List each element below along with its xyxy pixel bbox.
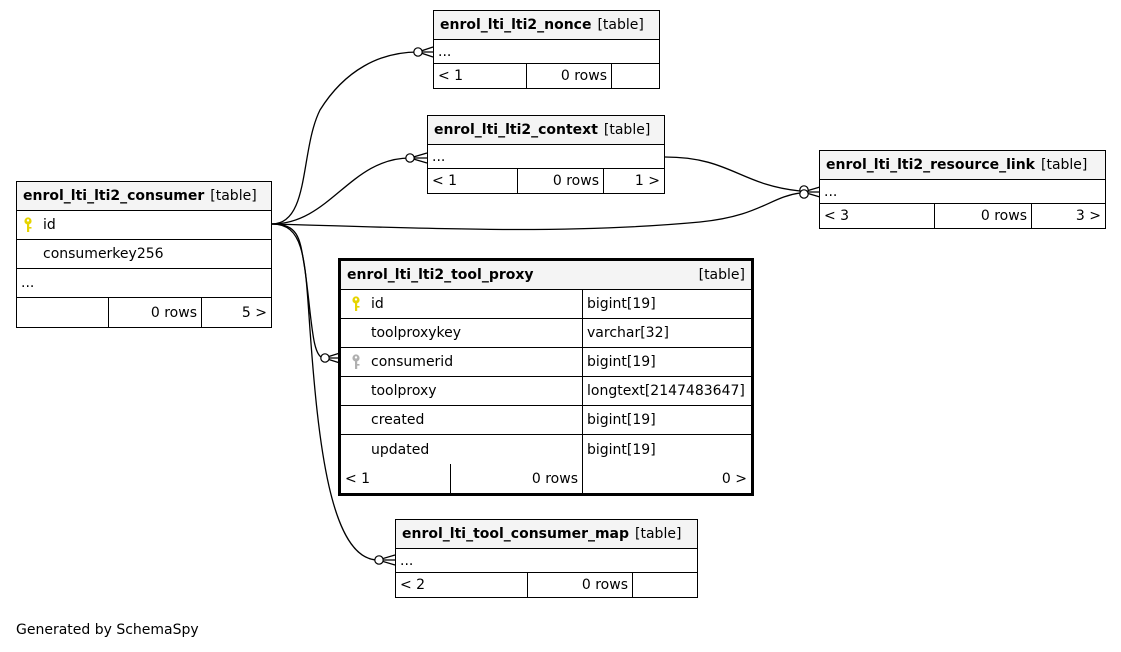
table-footer: < 3 0 rows 3 > <box>820 204 1105 228</box>
ellipsis-row: ... <box>396 549 697 573</box>
column-name: toolproxykey <box>371 325 462 341</box>
ellipsis-row: ... <box>428 145 664 169</box>
column-row: toolproxykey varchar[32] <box>341 319 751 348</box>
footer-children: 3 > <box>1031 204 1105 228</box>
footer-parents: < 2 <box>400 577 426 593</box>
table-header: enrol_lti_lti2_context [table] <box>428 116 664 145</box>
table-name: enrol_lti_lti2_resource_link <box>826 157 1035 173</box>
table-name: enrol_lti_tool_consumer_map <box>402 526 630 542</box>
nonce-endpoint <box>413 47 423 57</box>
table-tag: [table] <box>210 188 257 204</box>
table-enrol-lti-lti2-nonce[interactable]: enrol_lti_lti2_nonce [table] ... < 1 0 r… <box>433 10 660 89</box>
table-enrol-lti-lti2-tool-proxy[interactable]: enrol_lti_lti2_tool_proxy [table] id bigi… <box>338 258 754 496</box>
ellipsis-row: ... <box>17 269 271 298</box>
table-header: enrol_lti_lti2_consumer [table] <box>17 182 271 211</box>
table-footer: < 1 0 rows 0 > <box>341 464 751 493</box>
resource-link-endpoint-1 <box>799 185 809 195</box>
table-footer: < 1 0 rows <box>434 64 659 88</box>
footer-parents <box>17 298 108 327</box>
primary-key-icon <box>352 296 360 311</box>
column-name: consumerid <box>371 354 454 370</box>
column-type: bigint[19] <box>582 348 751 376</box>
table-name: enrol_lti_lti2_context <box>434 122 598 138</box>
context-endpoint <box>405 153 415 163</box>
table-enrol-lti-lti2-resource-link[interactable]: enrol_lti_lti2_resource_link [table] ...… <box>819 150 1106 229</box>
primary-key-icon <box>24 217 32 232</box>
table-enrol-lti-tool-consumer-map[interactable]: enrol_lti_tool_consumer_map [table] ... … <box>395 519 698 598</box>
consumer-map-endpoint <box>374 555 384 565</box>
table-tag: [table] <box>603 122 651 138</box>
column-row: consumerid bigint[19] <box>341 348 751 377</box>
table-enrol-lti-lti2-context[interactable]: enrol_lti_lti2_context [table] ... < 1 0… <box>427 115 665 194</box>
column-name: updated <box>371 441 430 458</box>
edge-consumer-resource-link <box>271 192 801 231</box>
table-name: enrol_lti_lti2_consumer <box>23 188 205 204</box>
footer-children <box>611 64 659 88</box>
column-type: bigint[19] <box>582 435 751 464</box>
edge-consumer-context <box>271 157 411 225</box>
footer-parents: < 3 <box>824 208 850 224</box>
footer-children: 1 > <box>603 169 664 193</box>
table-tag: [table] <box>635 526 682 542</box>
table-header: enrol_lti_tool_consumer_map [table] <box>396 520 697 549</box>
column-name: consumerkey256 <box>43 246 164 262</box>
footer-children: 5 > <box>201 298 271 327</box>
ellipsis-text: ... <box>432 148 446 165</box>
tool-proxy-endpoint <box>320 353 330 363</box>
column-type: longtext[2147483647] <box>582 377 751 405</box>
column-name: toolproxy <box>371 383 437 399</box>
footer-children <box>632 573 697 597</box>
footer-row-count: 0 rows <box>108 298 201 327</box>
footer-children: 0 > <box>582 464 751 493</box>
table-footer: < 1 0 rows 1 > <box>428 169 664 193</box>
generated-by-text: Generated by SchemaSpy <box>16 622 199 638</box>
edge-consumer-tool-proxy <box>271 223 325 359</box>
footer-row-count: 0 rows <box>517 169 603 193</box>
ellipsis-row: ... <box>820 180 1105 204</box>
table-header: enrol_lti_lti2_resource_link [table] <box>820 151 1105 180</box>
footer-row-count: 0 rows <box>934 204 1031 228</box>
table-name: enrol_lti_lti2_nonce <box>440 17 592 33</box>
table-footer: < 2 0 rows <box>396 573 697 597</box>
table-enrol-lti-lti2-consumer[interactable]: enrol_lti_lti2_consumer [table] id consu… <box>16 181 272 328</box>
column-name: created <box>371 412 425 428</box>
column-row: updated bigint[19] <box>341 435 751 464</box>
footer-row-count: 0 rows <box>527 573 632 597</box>
table-tag: [table] <box>597 17 644 33</box>
table-tag: [table] <box>698 267 745 283</box>
ellipsis-text: ... <box>400 552 414 569</box>
ellipsis-text: ... <box>438 43 452 60</box>
edge-consumer-nonce <box>271 51 419 225</box>
column-name: id <box>43 217 56 233</box>
foreign-key-icon <box>352 354 360 369</box>
column-row: created bigint[19] <box>341 406 751 435</box>
footer-row-count: 0 rows <box>526 64 611 88</box>
footer-parents: < 1 <box>345 470 371 487</box>
table-header: enrol_lti_lti2_tool_proxy [table] <box>341 261 751 290</box>
edge-context-resource-link <box>664 156 801 192</box>
table-name: enrol_lti_lti2_tool_proxy <box>347 267 534 283</box>
column-type: varchar[32] <box>582 319 751 347</box>
ellipsis-text: ... <box>824 183 838 200</box>
footer-parents: < 1 <box>438 68 464 84</box>
column-row: consumerkey256 <box>17 240 271 269</box>
footer-parents: < 1 <box>432 173 458 189</box>
column-row: id bigint[19] <box>341 290 751 319</box>
column-name: id <box>371 296 384 312</box>
column-type: bigint[19] <box>582 290 751 318</box>
column-type: bigint[19] <box>582 406 751 434</box>
ellipsis-text: ... <box>21 275 35 291</box>
table-header: enrol_lti_lti2_nonce [table] <box>434 11 659 40</box>
table-footer: 0 rows 5 > <box>17 298 271 327</box>
column-row: toolproxy longtext[2147483647] <box>341 377 751 406</box>
column-row: id <box>17 211 271 240</box>
ellipsis-row: ... <box>434 40 659 64</box>
footer-row-count: 0 rows <box>450 464 582 493</box>
resource-link-endpoint-2 <box>799 189 809 199</box>
table-tag: [table] <box>1041 157 1088 173</box>
